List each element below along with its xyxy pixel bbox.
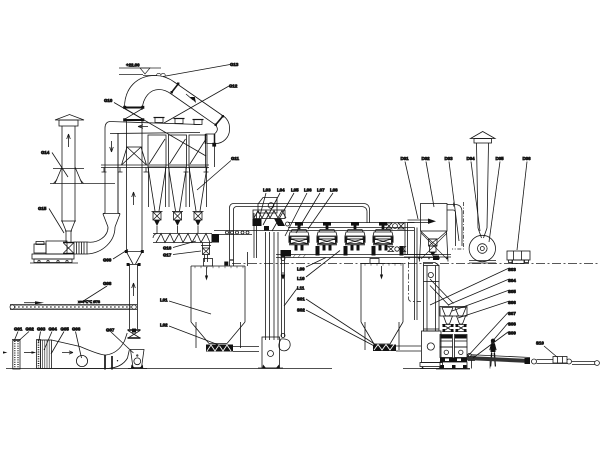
svg-text:G05: G05 [61,327,70,332]
svg-text:G08: G08 [103,281,112,286]
svg-text:L06: L06 [304,188,312,193]
svg-text:D04: D04 [467,156,476,161]
svg-text:L03: L03 [263,188,271,193]
svg-text:G01: G01 [14,327,23,332]
svg-text:S09: S09 [508,331,516,336]
svg-text:D01: D01 [401,156,410,161]
svg-text:D02: D02 [422,156,431,161]
svg-text:G12: G12 [229,84,238,89]
svg-text:G07: G07 [106,328,115,333]
svg-text:S02: S02 [297,308,305,313]
svg-text:+22.00: +22.00 [126,63,140,68]
svg-text:G10: G10 [104,98,113,103]
svg-text:L10: L10 [297,276,305,281]
svg-text:L09: L09 [297,267,305,272]
svg-text:x=4℃℃ Ø78: x=4℃℃ Ø78 [78,299,100,304]
svg-text:L08: L08 [330,188,338,193]
svg-text:L07: L07 [317,188,325,193]
svg-text:G11: G11 [231,156,240,161]
svg-text:S01: S01 [297,297,305,302]
svg-text:G06: G06 [72,327,81,332]
svg-text:L11: L11 [297,286,305,291]
svg-text:L01: L01 [160,298,168,303]
svg-text:G14: G14 [41,150,50,155]
svg-text:L02: L02 [160,323,168,328]
svg-text:G03: G03 [37,327,46,332]
svg-text:G13: G13 [230,62,239,67]
svg-text:G09: G09 [103,258,112,263]
svg-text:S07: S07 [508,311,516,316]
svg-text:S04: S04 [508,278,516,283]
svg-text:D03: D03 [445,156,454,161]
svg-text:G02: G02 [26,327,35,332]
svg-text:S08: S08 [508,322,516,327]
svg-text:D05: D05 [496,156,505,161]
svg-text:S10: S10 [536,341,544,346]
svg-text:S05: S05 [508,289,516,294]
svg-text:L04: L04 [277,188,285,193]
svg-text:G17: G17 [163,253,172,258]
svg-text:S03: S03 [508,267,516,272]
svg-text:G04: G04 [49,327,58,332]
svg-text:D06: D06 [523,156,532,161]
svg-text:L05: L05 [291,188,299,193]
svg-text:S06: S06 [508,300,516,305]
svg-text:G16: G16 [163,246,172,251]
svg-text:G15: G15 [38,206,47,211]
